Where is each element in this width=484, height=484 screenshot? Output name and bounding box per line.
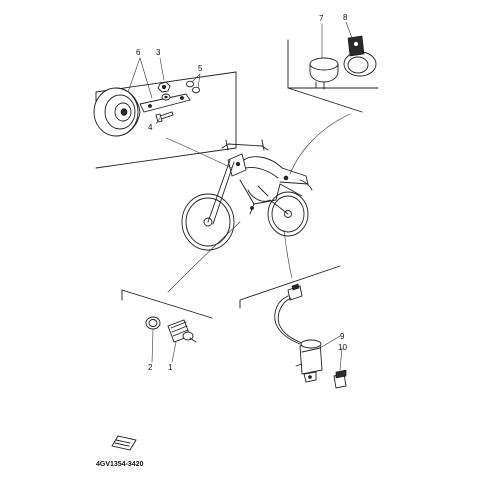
horn-leaders [127,57,201,125]
callout-4: 4 [148,123,153,132]
callout-1: 1 [168,363,173,372]
flasher-relay [309,57,339,90]
front-arrow-icon [111,435,137,451]
neutral-switch-panel-frame [121,289,213,319]
bolt-10 [333,369,347,389]
callout-8: 8 [343,13,348,22]
washer-5 [186,80,200,94]
flasher-leaders [321,21,353,59]
relay-panel-frame [239,265,341,309]
relay-connector [287,283,303,301]
nut-3 [157,81,171,93]
callout-3: 3 [156,48,161,57]
motorcycle [181,139,313,251]
flasher-bracket [343,35,377,77]
relay-9 [295,339,323,383]
horn [93,87,141,137]
callout-5: 5 [198,64,203,73]
horn-bracket [139,93,191,113]
callout-7: 7 [319,14,324,23]
o-ring-2 [145,316,161,330]
callout-10: 10 [338,343,347,352]
diagram-code: 4GV1354-3420 [96,461,144,468]
callout-2: 2 [148,363,153,372]
neutral-switch-leaders [151,329,177,363]
neutral-switch-1 [167,319,197,343]
flasher-panel-frame [287,39,379,113]
callout-6: 6 [136,48,141,57]
relay-wire [274,295,303,345]
callout-9: 9 [340,332,345,341]
bolt-4 [155,111,174,123]
relay-leaders [319,335,343,371]
washer-3 [161,93,171,101]
leader-lines [165,113,351,293]
